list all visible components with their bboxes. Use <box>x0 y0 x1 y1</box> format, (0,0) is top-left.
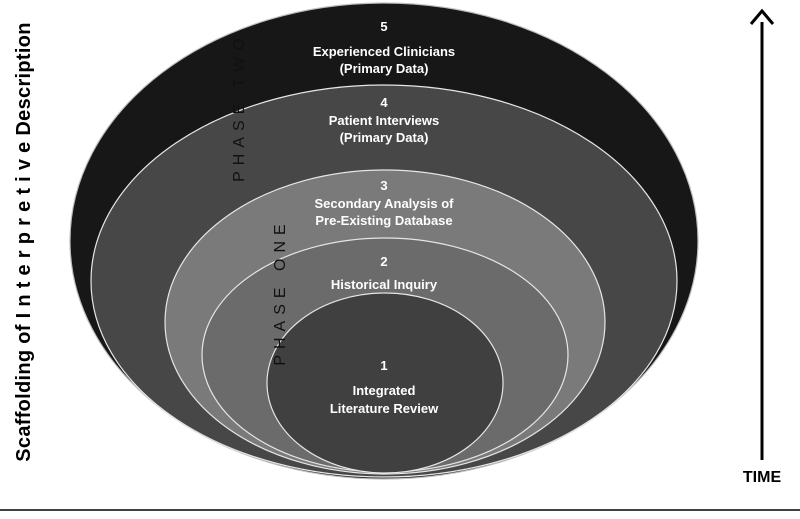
ring-5-number: 5 <box>380 19 387 34</box>
ring-2-number: 2 <box>380 254 387 269</box>
ring-4-label: 4 Patient Interviews (Primary Data) <box>329 95 440 145</box>
ring-3-subtitle: Pre-Existing Database <box>315 213 452 228</box>
time-label: TIME <box>743 469 782 486</box>
ring-1-label: 1 Integrated Literature Review <box>330 358 439 416</box>
phase-two-label: PHASE TWO <box>231 32 248 182</box>
scaffolding-axis-label: Scaffolding of I n t e r p r e t i v e D… <box>13 22 35 462</box>
ring-3-title: Secondary Analysis of <box>315 196 455 211</box>
ring-1-subtitle: Literature Review <box>330 401 439 416</box>
ring-1-ellipse <box>266 292 504 474</box>
ring-3-label: 3 Secondary Analysis of Pre-Existing Dat… <box>315 178 455 228</box>
ring-5-title: Experienced Clinicians <box>313 44 455 59</box>
ring-1-number: 1 <box>380 358 387 373</box>
ring-1-title: Integrated <box>353 383 416 398</box>
ring-5-label: 5 Experienced Clinicians (Primary Data) <box>313 19 455 76</box>
ring-4-subtitle: (Primary Data) <box>340 130 429 145</box>
ring-4-title: Patient Interviews <box>329 113 440 128</box>
time-arrow-icon <box>749 8 775 460</box>
ring-4-number: 4 <box>380 95 388 110</box>
ring-2-label: 2 Historical Inquiry <box>331 254 438 292</box>
ring-5-subtitle: (Primary Data) <box>340 61 429 76</box>
ring-2-title: Historical Inquiry <box>331 277 438 292</box>
ring-3-number: 3 <box>380 178 387 193</box>
phase-one-label: PHASE ONE <box>272 218 289 365</box>
